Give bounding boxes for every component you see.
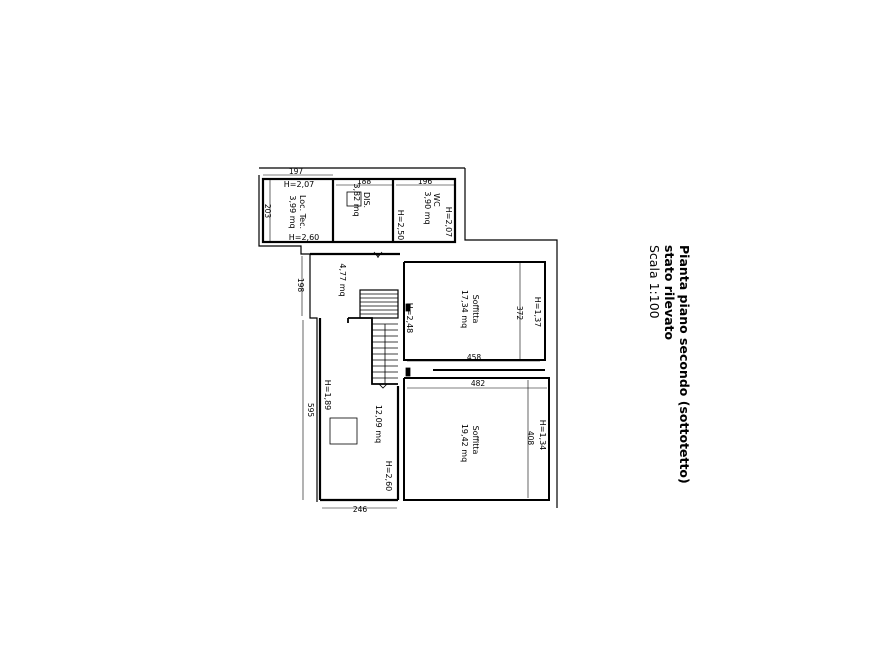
dim-246: 246 — [353, 505, 368, 514]
soffitta-2-name: Soffitta — [471, 426, 480, 455]
soffitta-1-area: 17,34 mq — [460, 290, 469, 328]
loc-tec-height-top: H=2,07 — [284, 180, 315, 189]
outer-walls — [258, 167, 558, 508]
dim-482: 482 — [471, 379, 486, 388]
room-labels: H=2,07 Loc. Tec. 3,99 mq H=2,60 DIS. 3,8… — [284, 180, 547, 491]
dim-595: 595 — [306, 403, 315, 418]
staircase — [347, 251, 399, 389]
dis-height: H=2,50 — [396, 210, 405, 241]
dim-197: 197 — [289, 167, 304, 176]
soffitta-2-area: 19,42 mq — [460, 424, 469, 462]
dimension-labels: 197 188 196 203 198 595 246 372 458 482 … — [263, 167, 535, 514]
dim-198: 198 — [296, 278, 305, 293]
landing-height: H=2,48 — [405, 303, 414, 334]
dis-name: DIS. — [362, 192, 371, 208]
loc-tec-name: Loc. Tec. — [298, 195, 307, 229]
title-line-2: stato rilevato — [662, 245, 677, 341]
title-line-3: Scala 1:100 — [647, 245, 662, 319]
landing-area: 4,77 mq — [338, 263, 347, 296]
fixtures — [329, 191, 411, 445]
large-room-height-right: H=2,60 — [384, 461, 393, 492]
soffitta-1-name: Soffitta — [471, 295, 480, 324]
soffitta-2-height: H=1,34 — [538, 420, 547, 451]
wc-area: 3,90 mq — [423, 191, 432, 224]
dimension-lines — [263, 174, 547, 509]
wc-name: WC — [432, 193, 441, 207]
dim-372: 372 — [515, 306, 524, 321]
dis-area: 3,82 mq — [352, 183, 361, 216]
large-room-area: 12,09 mq — [374, 405, 383, 443]
loc-tec-area: 3,99 mq — [288, 195, 297, 228]
dim-188: 188 — [357, 177, 372, 186]
dim-196: 196 — [418, 177, 433, 186]
loc-tec-height-bottom: H=2,60 — [289, 233, 320, 242]
dim-408: 408 — [526, 431, 535, 446]
large-room-height-left: H=1,89 — [323, 380, 332, 411]
title-line-1: Pianta piano secondo (sottotetto) — [677, 245, 692, 484]
wc-height: H=2,07 — [444, 207, 453, 238]
soffitta-walls — [403, 261, 550, 501]
title-block: Pianta piano secondo (sottotetto) stato … — [647, 245, 692, 484]
dim-458: 458 — [467, 353, 482, 362]
dim-203: 203 — [263, 204, 272, 219]
soffitta-1-height: H=1,37 — [533, 297, 542, 328]
